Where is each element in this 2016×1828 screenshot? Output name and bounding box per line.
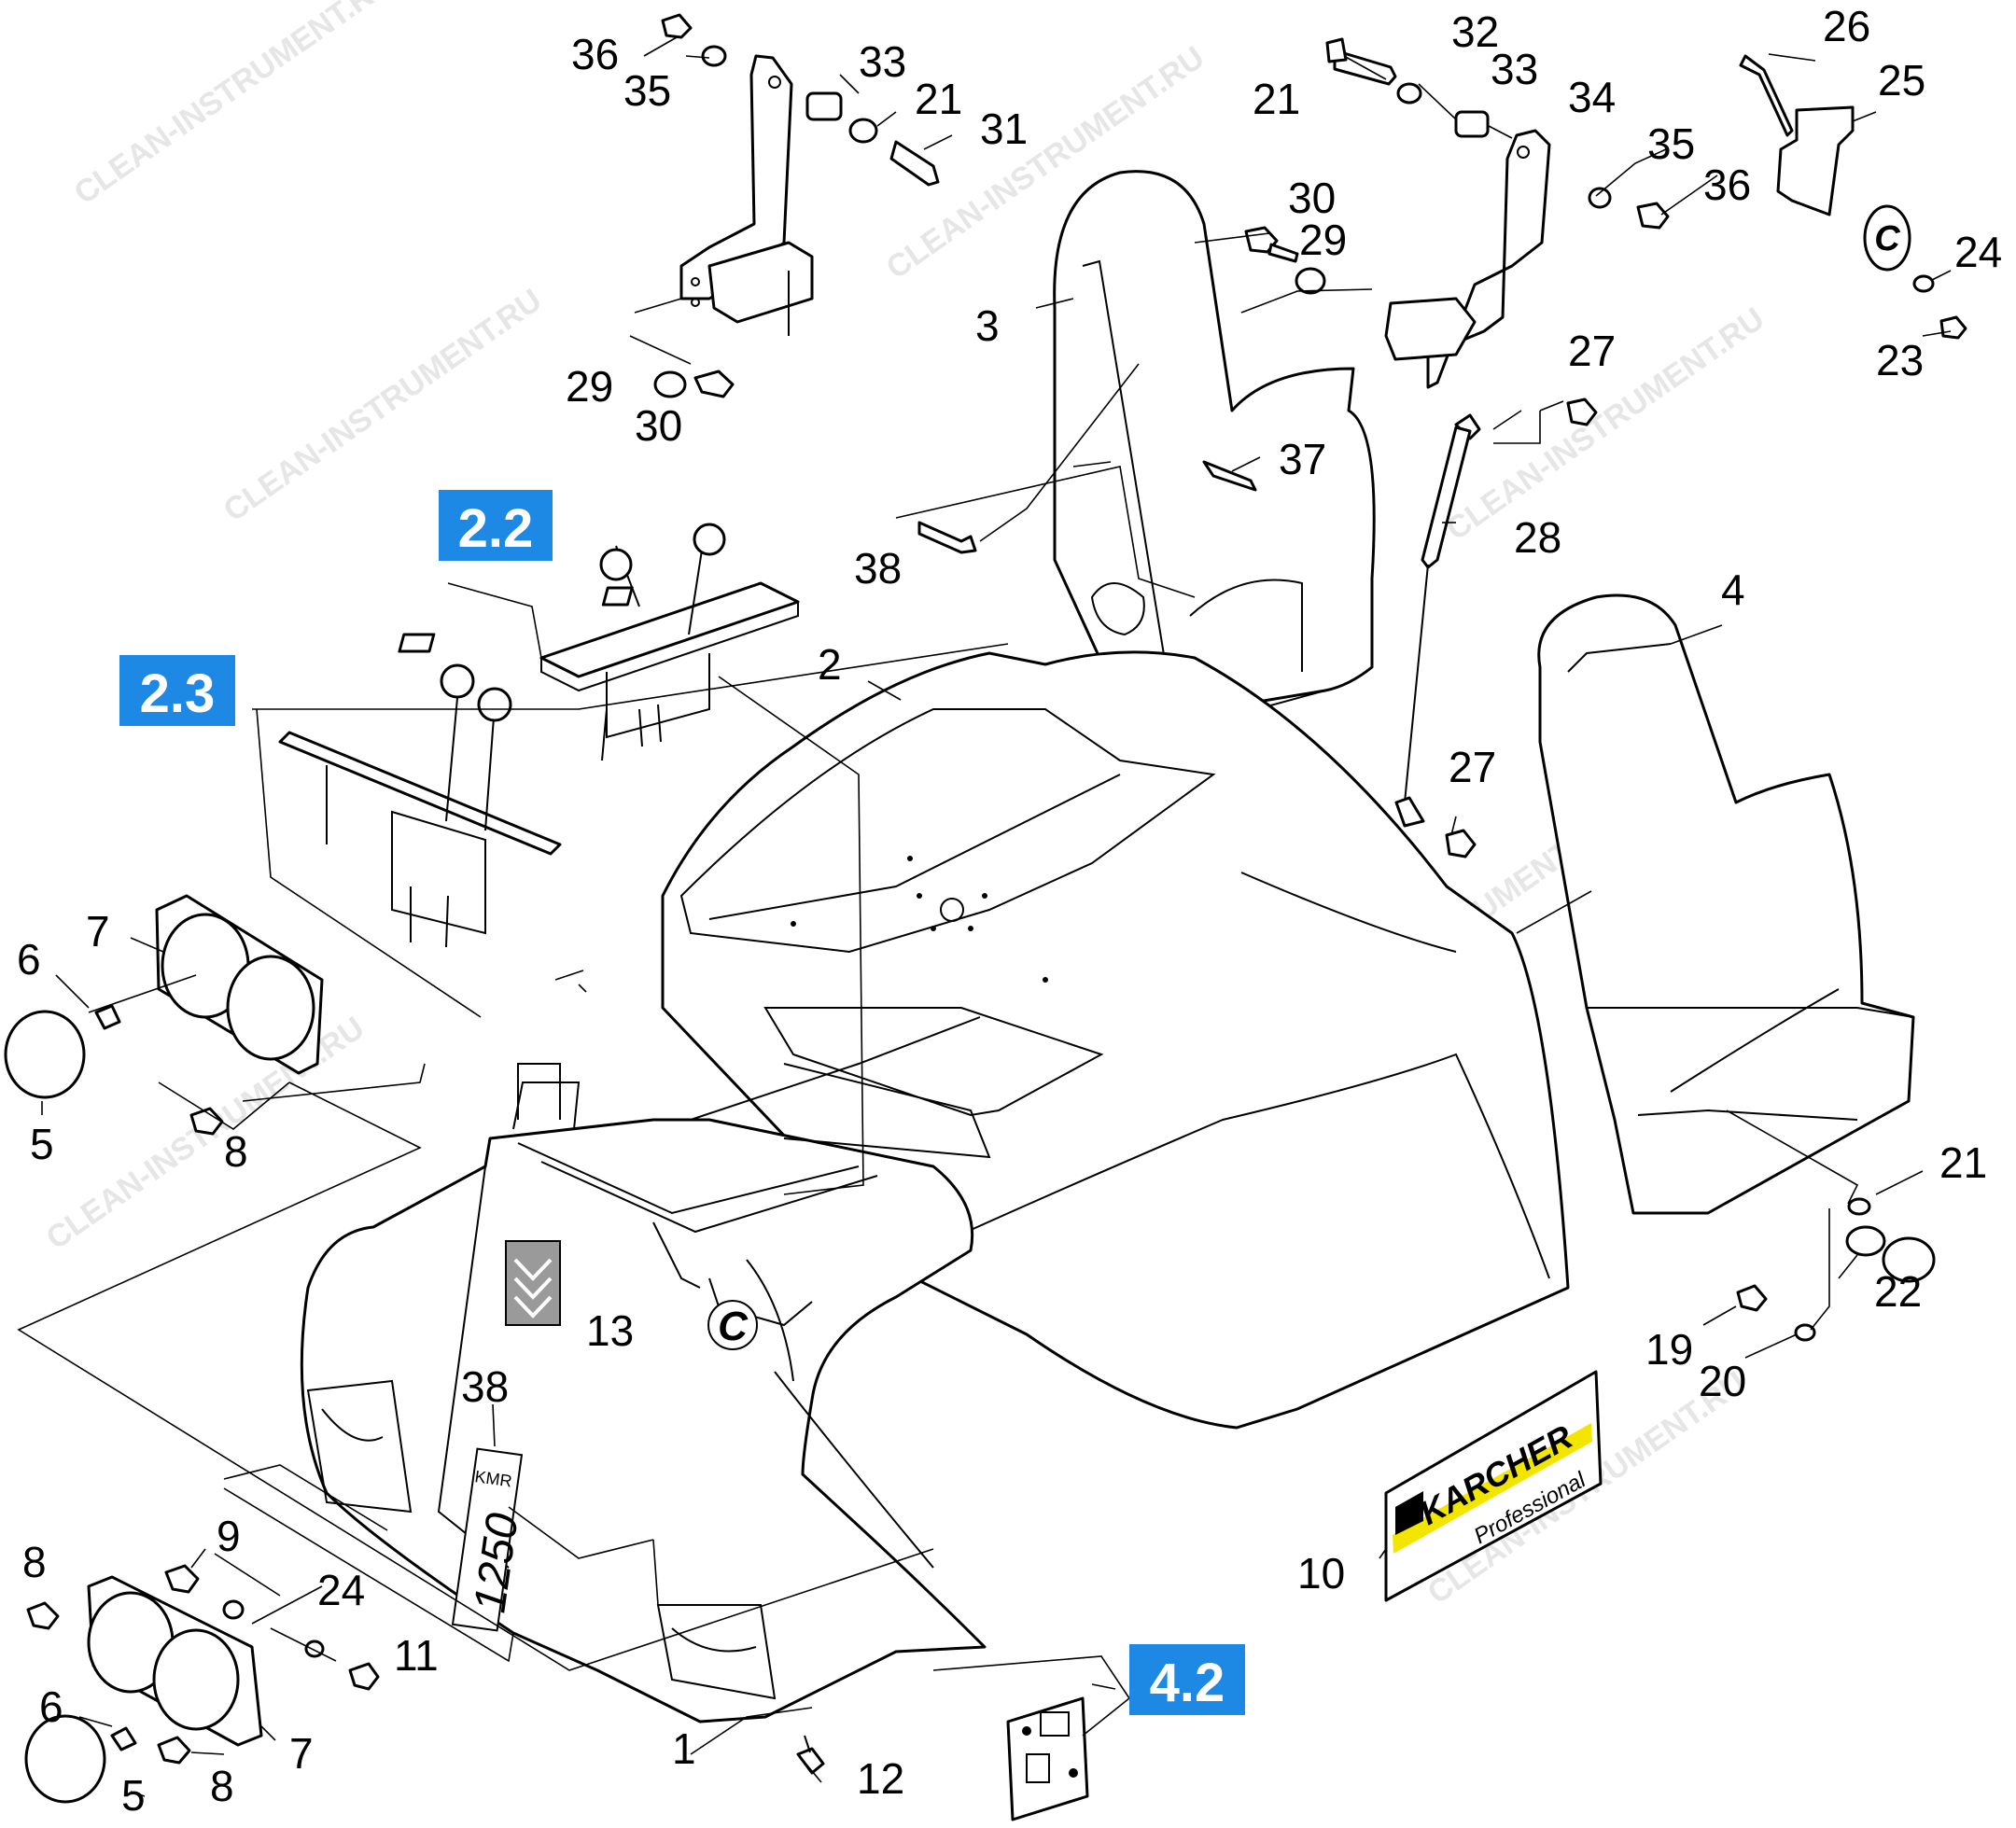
- label-21: 21: [1939, 1138, 1987, 1187]
- label-28: 28: [1514, 513, 1561, 562]
- label-9: 9: [217, 1512, 241, 1560]
- label-33: 33: [1491, 45, 1538, 93]
- hinge-c-mark: C: [1874, 219, 1900, 258]
- pcb-part-4-2: [1006, 1696, 1089, 1821]
- label-25: 25: [1878, 56, 1925, 105]
- label-6: 6: [17, 935, 41, 984]
- label-2: 2: [818, 640, 842, 689]
- label-24: 24: [317, 1566, 365, 1614]
- callout-2-3-label: 2.3: [140, 663, 216, 724]
- label-8: 8: [224, 1127, 248, 1176]
- label-8: 8: [22, 1538, 47, 1586]
- label-34: 34: [1568, 73, 1616, 121]
- label-38: 38: [461, 1362, 509, 1411]
- label-29: 29: [566, 362, 613, 411]
- label-5: 5: [121, 1771, 146, 1820]
- seat-part-4: [1537, 593, 1915, 1215]
- label-30: 30: [1288, 174, 1336, 222]
- label-10: 10: [1297, 1549, 1345, 1598]
- label-7: 7: [289, 1729, 314, 1778]
- callout-2-2-label: 2.2: [458, 498, 534, 559]
- label-11: 11: [394, 1631, 439, 1680]
- watermark: CLEAN-INSTRUMENT.RU: [68, 0, 399, 212]
- label-21: 21: [915, 75, 962, 123]
- label-3: 3: [975, 301, 1000, 350]
- label-31: 31: [980, 105, 1028, 153]
- screw-19-20: [1736, 1284, 1816, 1342]
- screw-12: [796, 1735, 825, 1775]
- label-35: 35: [623, 66, 671, 115]
- c-mark-text: C: [718, 1304, 749, 1349]
- label-32: 32: [1451, 7, 1499, 56]
- label-12: 12: [857, 1754, 904, 1803]
- leader-lines: [17, 36, 1952, 1797]
- label-13: 13: [586, 1306, 634, 1355]
- label-27: 27: [1568, 327, 1616, 375]
- control-plate-2-2: [398, 523, 800, 761]
- label-36: 36: [571, 30, 619, 78]
- label-29: 29: [1299, 216, 1347, 264]
- label-19: 19: [1645, 1325, 1693, 1374]
- label-4: 4: [1721, 565, 1745, 614]
- label-21: 21: [1253, 75, 1300, 123]
- hinge-assembly: C: [1739, 54, 1967, 340]
- bolt-38: [917, 521, 977, 554]
- lower-light-assembly: [24, 1564, 380, 1804]
- label-36: 36: [1703, 160, 1751, 209]
- label-30: 30: [635, 401, 682, 450]
- part-number-labels: 36 35 33 21 31 29 30 30 29 3 37 38 2 21 …: [17, 2, 2002, 1820]
- label-26: 26: [1823, 2, 1870, 50]
- label-23: 23: [1876, 336, 1924, 384]
- callout-4-2[interactable]: 4.2: [1129, 1644, 1245, 1715]
- label-38: 38: [854, 544, 902, 593]
- label-7: 7: [86, 907, 110, 956]
- label-22: 22: [1874, 1267, 1922, 1316]
- callout-2-3[interactable]: 2.3: [119, 655, 235, 726]
- front-panel-part-1: [300, 1063, 991, 1723]
- label-33: 33: [859, 37, 906, 86]
- screw-37: [1202, 460, 1257, 492]
- callout-2-2[interactable]: 2.2: [439, 490, 553, 561]
- label-35: 35: [1647, 119, 1695, 168]
- c-mark-decal: C: [707, 1300, 758, 1350]
- callout-4-2-label: 4.2: [1150, 1653, 1225, 1713]
- knob-22: [1845, 1197, 1936, 1283]
- label-20: 20: [1699, 1357, 1746, 1405]
- label-8: 8: [210, 1762, 234, 1810]
- label-24: 24: [1954, 228, 2002, 276]
- label-1: 1: [672, 1724, 696, 1773]
- label-37: 37: [1279, 435, 1326, 483]
- chevron-decal-13: [505, 1240, 561, 1326]
- label-27: 27: [1449, 743, 1496, 791]
- gas-strut-part-28: [1394, 398, 1598, 858]
- control-plate-2-3: [278, 663, 562, 948]
- upper-light-assembly: [4, 894, 324, 1136]
- seat-frame-part-3: [1053, 170, 1376, 720]
- label-5: 5: [30, 1120, 54, 1168]
- label-6: 6: [39, 1682, 63, 1731]
- left-bracket-assembly: [653, 13, 940, 398]
